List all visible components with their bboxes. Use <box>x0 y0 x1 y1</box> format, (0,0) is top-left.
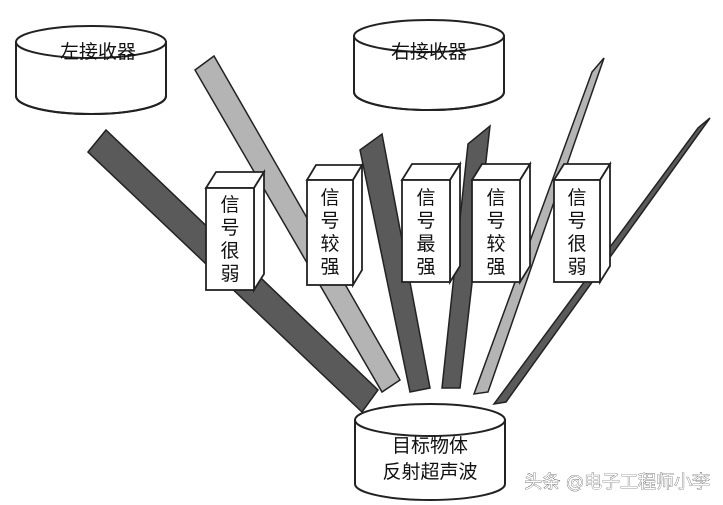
signal-box-2-char-1: 信 <box>320 187 339 209</box>
watermark-text: 头条 @电子工程师小李 <box>524 472 710 493</box>
signal-box-3-char-4: 强 <box>416 256 435 278</box>
signal-box-1-char-4: 弱 <box>220 263 239 285</box>
right-receiver: 右接收器 <box>353 19 505 111</box>
signal-box-4-char-1: 信 <box>486 187 505 209</box>
left-receiver: 左接收器 <box>15 25 167 115</box>
right-receiver-label: 右接收器 <box>391 41 467 63</box>
target-label-line2: 反射超声波 <box>382 461 477 483</box>
signal-box-4: 信 号 较 强 <box>470 160 532 286</box>
signal-box-5-char-4: 弱 <box>567 256 586 278</box>
signal-box-1-char-3: 很 <box>220 240 239 262</box>
signal-box-1-char-2: 号 <box>220 217 239 239</box>
signal-box-3-char-2: 号 <box>416 210 435 232</box>
signal-box-4-char-4: 强 <box>486 256 505 278</box>
signal-box-1: 信 号 很 弱 <box>204 168 266 294</box>
signal-box-5-char-2: 号 <box>567 210 586 232</box>
target-label-line1: 目标物体 <box>392 435 468 457</box>
signal-box-3: 信 号 最 强 <box>400 160 462 286</box>
beam-right-light <box>472 57 605 395</box>
beam-center-left-dark <box>359 132 431 393</box>
left-receiver-label: 左接收器 <box>60 41 136 63</box>
signal-box-2-char-3: 较 <box>320 233 339 255</box>
signal-box-2-char-2: 号 <box>320 210 339 232</box>
signal-box-5: 信 号 很 弱 <box>552 160 612 286</box>
signal-box-5-char-1: 信 <box>567 187 586 209</box>
signal-box-3-char-1: 信 <box>416 187 435 209</box>
signal-box-5-char-3: 很 <box>567 233 586 255</box>
signal-box-2-char-4: 强 <box>320 256 339 278</box>
signal-box-3-char-3: 最 <box>416 233 435 255</box>
signal-box-4-char-3: 较 <box>486 233 505 255</box>
signal-box-2: 信 号 较 强 <box>305 161 364 289</box>
signal-boxes: 信 号 很 弱 信 号 较 强 信 号 最 强 <box>204 160 612 294</box>
signal-box-4-char-2: 号 <box>486 210 505 232</box>
target-object: 目标物体 反射超声波 <box>354 403 506 501</box>
signal-box-1-char-1: 信 <box>220 194 239 216</box>
